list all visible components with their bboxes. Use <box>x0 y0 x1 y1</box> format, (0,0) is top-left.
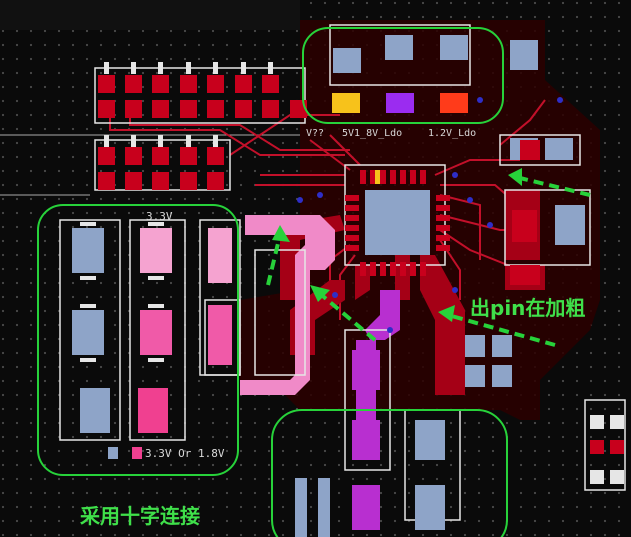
annotation-cross-connect: 采用十字连接 <box>80 504 200 528</box>
net-label-rail-a: V?? <box>306 128 325 139</box>
annotation-thick-trace: 出pin在加粗 <box>470 296 586 320</box>
net-label-rail-c: 1.2V_Ldo <box>428 128 477 139</box>
left-capacitor-columns <box>72 222 232 459</box>
net-label-rail-b: 5V1_8V_Ldo <box>342 128 403 139</box>
arrow-heads <box>272 168 522 322</box>
annotation-arrows <box>266 176 591 347</box>
signal-traces <box>109 99 546 320</box>
top-capacitor-group <box>332 35 573 160</box>
net-label-bottom-cap: 3.3V Or 1.8V <box>145 447 225 460</box>
bottom-capacitors <box>295 335 624 537</box>
vias <box>297 97 563 333</box>
qfn-chip <box>345 170 450 276</box>
net-label-top-cap: 3.3V <box>146 210 173 223</box>
highlight-outlines <box>37 27 508 537</box>
resistor-array-top <box>98 62 307 190</box>
top-strip <box>0 0 300 30</box>
right-components <box>510 140 585 285</box>
pink-trace <box>240 215 335 395</box>
